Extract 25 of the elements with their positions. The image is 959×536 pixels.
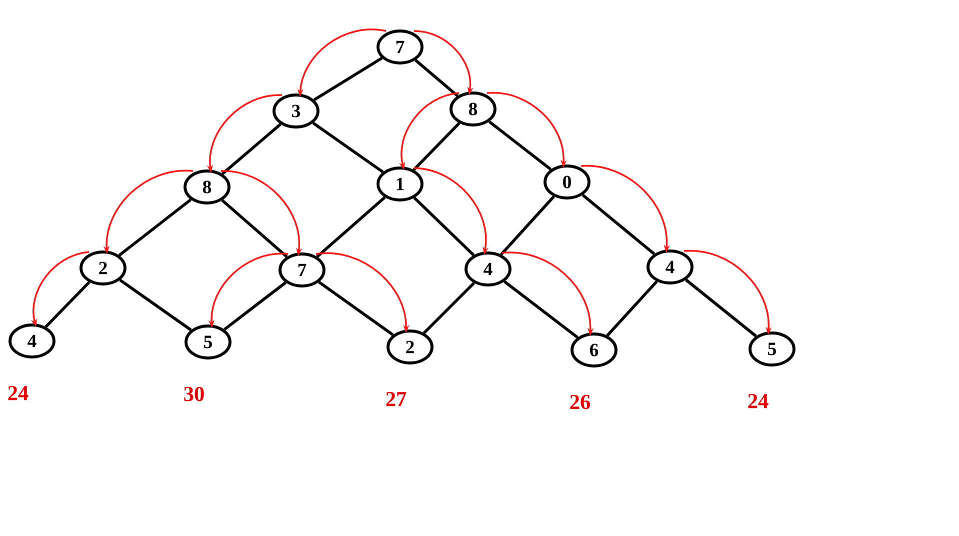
score-label: 24: [748, 394, 768, 408]
connector-line: [44, 281, 90, 328]
connector-line: [221, 199, 288, 258]
connector-line: [422, 282, 476, 334]
connector-line: [223, 281, 287, 331]
score-label: 26: [570, 394, 590, 410]
score-label: 24: [8, 386, 28, 400]
connector-line: [500, 196, 555, 256]
connector-line: [504, 280, 579, 339]
connector-line: [413, 196, 475, 256]
connector-line: [119, 278, 192, 332]
connector-line: [221, 123, 282, 175]
score-label: 27: [386, 392, 406, 406]
connector-line: [316, 196, 386, 258]
connector-line: [313, 56, 383, 102]
connector-line: [312, 122, 384, 174]
connector-line: [685, 278, 757, 338]
connector-line: [606, 280, 658, 337]
connector-line: [118, 198, 192, 257]
connector-line: [414, 59, 458, 97]
score-label: 30: [184, 386, 204, 402]
connector-line: [412, 122, 460, 171]
connector-line: [582, 194, 656, 256]
connector-line: [488, 120, 552, 171]
connector-line: [318, 280, 394, 336]
